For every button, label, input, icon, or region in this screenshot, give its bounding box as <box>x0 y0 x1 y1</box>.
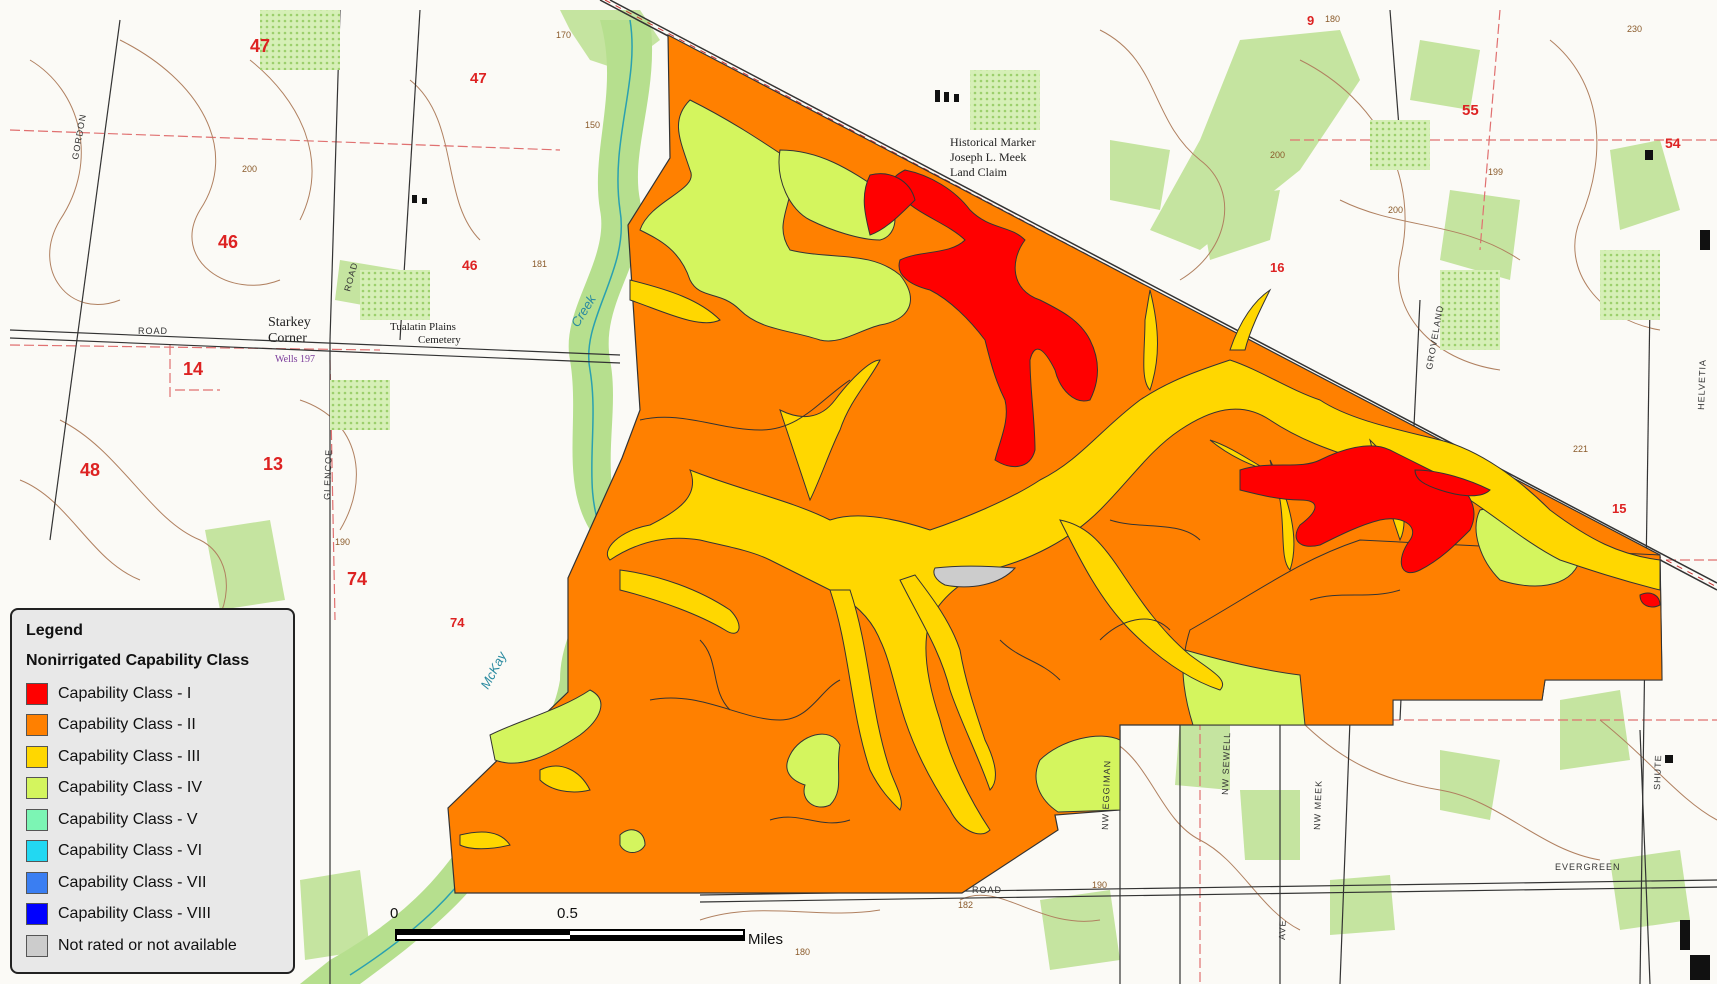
contour-number: 199 <box>1488 167 1503 177</box>
contour-number: 182 <box>958 900 973 910</box>
cemetery-label: Cemetery <box>418 334 461 346</box>
cemetery-label: Tualatin Plains <box>390 321 456 333</box>
legend-label: Capability Class - VII <box>58 873 207 891</box>
legend-label: Capability Class - I <box>58 684 192 702</box>
section-number: 47 <box>250 36 270 56</box>
legend-item-class-iv: Capability Class - IV <box>26 773 279 805</box>
legend-label: Capability Class - IV <box>58 779 203 797</box>
contour-number: 180 <box>795 947 810 957</box>
scale-bar: 0 0.5 Miles <box>390 905 783 965</box>
section-number: 14 <box>183 359 203 379</box>
contour-number: 180 <box>1325 14 1340 24</box>
legend-item-class-iii: Capability Class - III <box>26 741 279 773</box>
contour-number: 181 <box>532 259 547 269</box>
map-legend: Legend Nonirrigated Capability Class Cap… <box>10 608 295 974</box>
road-label: SHUTE <box>1652 754 1663 790</box>
road-label: ROAD <box>972 885 1002 895</box>
legend-item-class-vii: Capability Class - VII <box>26 867 279 899</box>
soil-not-rated-area[interactable] <box>933 565 1017 588</box>
feature-labels: Historical Marker Joseph L. Meek Land Cl… <box>268 135 1036 691</box>
legend-item-class-ii: Capability Class - II <box>26 710 279 742</box>
section-number: 55 <box>1462 102 1479 119</box>
legend-label: Capability Class - III <box>58 747 201 765</box>
section-number: 47 <box>470 70 487 87</box>
contour-number: 200 <box>1270 150 1285 160</box>
scale-unit: Miles <box>748 931 784 948</box>
section-number: 74 <box>347 569 367 589</box>
contour-numbers: 200 170 180 181 200 200 190 150 190 180 … <box>242 14 1642 957</box>
historical-marker-label: Historical Marker <box>950 135 1036 149</box>
scale-bar-graphic <box>395 929 745 941</box>
section-number: 13 <box>263 454 283 474</box>
scale-tick-half: 0.5 <box>557 905 578 922</box>
legend-swatch <box>26 840 48 863</box>
historical-marker-label: Land Claim <box>950 165 1008 179</box>
contour-number: 221 <box>1573 444 1588 454</box>
road-label: NW MEEK <box>1312 780 1324 830</box>
legend-swatch <box>26 903 48 926</box>
road-lines <box>9 9 1717 984</box>
scale-segment <box>570 935 743 939</box>
section-number: 54 <box>1665 135 1681 151</box>
section-number: 9 <box>1307 13 1314 28</box>
legend-item-class-v: Capability Class - V <box>26 804 279 836</box>
starkey-corner-label: Starkey <box>268 315 311 330</box>
starkey-corner-label: Corner <box>268 331 307 346</box>
soil-class-i-areas[interactable] <box>863 169 1661 608</box>
section-numbers: 47 47 46 46 48 14 13 74 74 55 54 15 16 9 <box>80 13 1681 630</box>
legend-swatch <box>26 808 48 831</box>
section-number: 46 <box>218 232 238 252</box>
section-number: 74 <box>450 615 465 630</box>
legend-item-class-viii: Capability Class - VIII <box>26 899 279 931</box>
legend-subtitle: Nonirrigated Capability Class <box>26 652 250 669</box>
legend-swatch <box>26 682 48 705</box>
building-marks <box>412 90 1710 980</box>
legend-label: Capability Class - VIII <box>58 905 211 923</box>
legend-swatch <box>26 745 48 768</box>
wells-label: Wells 197 <box>275 354 315 365</box>
orchard-patches <box>260 10 1660 430</box>
section-number: 16 <box>1270 260 1284 275</box>
contour-number: 170 <box>556 30 571 40</box>
legend-item-class-vi: Capability Class - VI <box>26 836 279 868</box>
contour-lines <box>19 29 1717 931</box>
section-number: 46 <box>462 257 478 273</box>
road-label: HELVETIA <box>1696 359 1708 410</box>
contour-number: 200 <box>242 164 257 174</box>
legend-item-class-i: Capability Class - I <box>26 678 279 710</box>
contour-number: 230 <box>1627 24 1642 34</box>
legend-swatch <box>26 777 48 800</box>
contour-number: 190 <box>335 537 350 547</box>
road-label: NW EGGIMAN <box>1100 760 1112 830</box>
road-label: NW SEWELL <box>1220 732 1232 795</box>
road-label: ROAD <box>138 326 168 336</box>
historical-marker-label: Joseph L. Meek <box>950 150 1026 164</box>
scale-segment <box>397 931 570 935</box>
legend-item-not-rated: Not rated or not available <box>26 930 279 962</box>
road-label: AVE <box>1277 919 1288 940</box>
soil-boundaries <box>639 379 1401 824</box>
vegetation-patches <box>205 10 1690 970</box>
road-label: GLENCOE <box>322 449 334 500</box>
legend-label: Capability Class - VI <box>58 842 203 860</box>
legend-swatch <box>26 934 48 957</box>
road-label: EVERGREEN <box>1555 862 1621 872</box>
contour-number: 150 <box>585 120 600 130</box>
legend-label: Capability Class - II <box>58 716 196 734</box>
contour-number: 190 <box>1092 880 1107 890</box>
legend-label: Not rated or not available <box>58 936 237 954</box>
contour-number: 200 <box>1388 205 1403 215</box>
legend-swatch <box>26 714 48 737</box>
legend-label: Capability Class - V <box>58 810 198 828</box>
section-number: 15 <box>1612 501 1626 516</box>
scale-tick-zero: 0 <box>390 905 399 922</box>
soil-class-iv-areas[interactable] <box>489 99 1663 853</box>
legend-title: Legend <box>26 622 83 639</box>
section-number: 48 <box>80 460 100 480</box>
legend-swatch <box>26 871 48 894</box>
